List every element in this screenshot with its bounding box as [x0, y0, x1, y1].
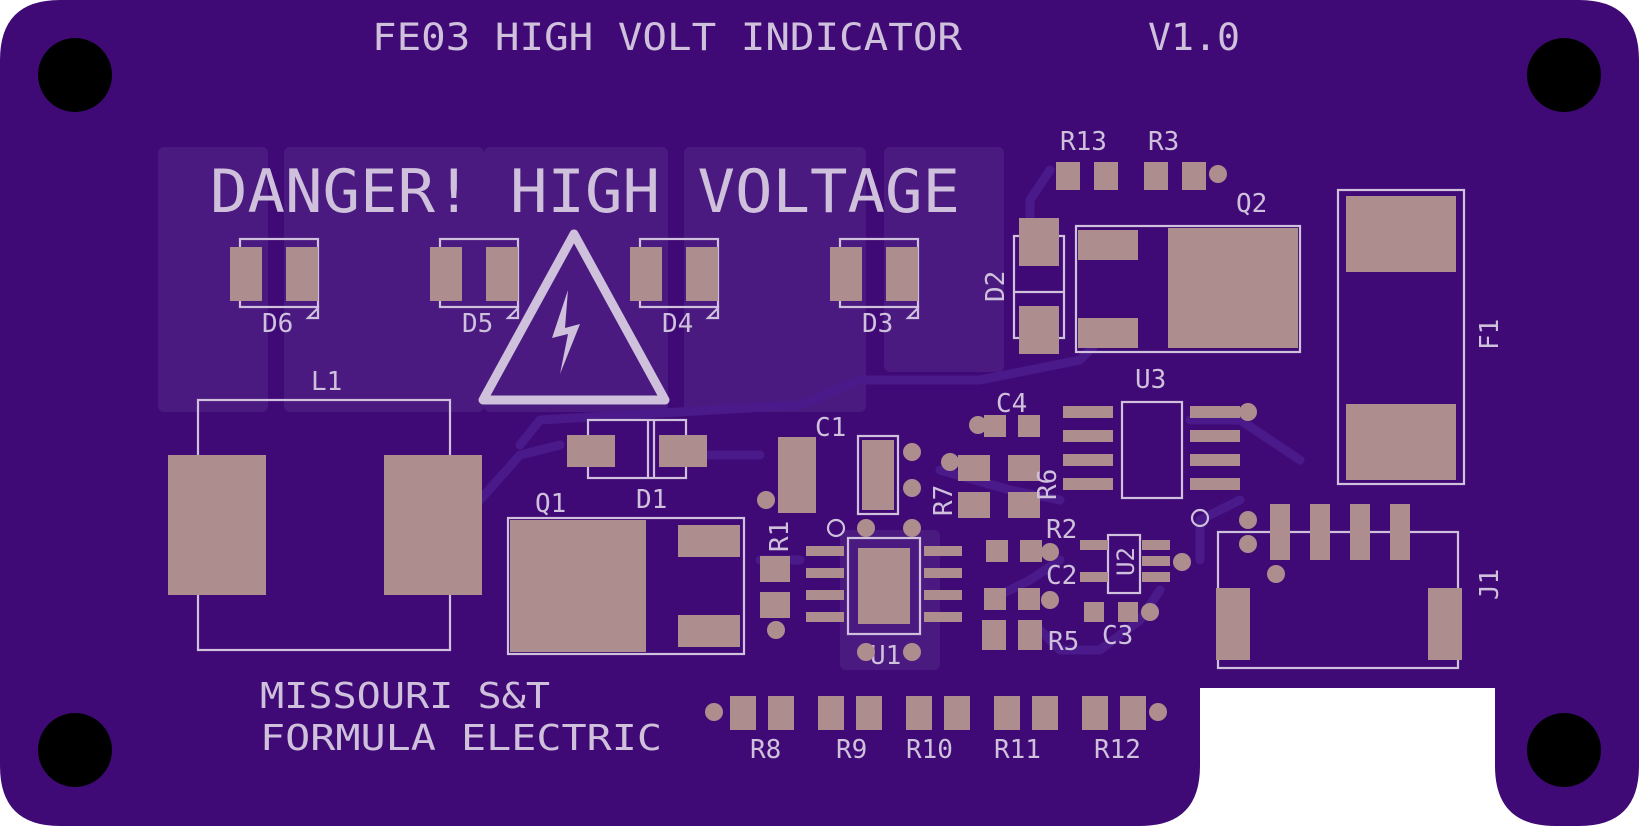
ic-u2: U2 [1080, 533, 1170, 595]
label-r12: R12 [1094, 735, 1141, 765]
capacitor-c2: C2 [984, 561, 1077, 610]
inductor-l1: L1 [168, 367, 482, 652]
label-r3: R3 [1148, 127, 1179, 157]
label-r2: R2 [1046, 515, 1077, 545]
label-u1: U1 [870, 641, 901, 671]
resistor-r5: R5 [982, 620, 1079, 657]
ic-u3: U3 [1063, 365, 1240, 528]
label-u3: U3 [1135, 365, 1166, 395]
resistor-r12: R12 [1082, 696, 1146, 765]
label-f1: F1 [1475, 319, 1505, 350]
board-version: V1.0 [1148, 16, 1240, 59]
label-r8: R8 [750, 735, 781, 765]
mounting-holes [38, 38, 1601, 787]
label-r1: R1 [765, 521, 795, 552]
resistor-r8: R8 [730, 696, 794, 765]
label-q2: Q2 [1236, 189, 1267, 219]
label-c1: C1 [815, 413, 846, 443]
resistor-r2: R2 [986, 515, 1077, 562]
label-u2: U2 [1112, 547, 1140, 576]
label-j1: J1 [1475, 569, 1505, 600]
resistor-r11: R11 [994, 696, 1058, 765]
label-d3: D3 [862, 309, 893, 339]
board-title: FE03 HIGH VOLT INDICATOR [372, 16, 963, 59]
label-l1: L1 [311, 367, 342, 397]
diode-d2: D2 [981, 218, 1066, 354]
mounting-hole-bottom-right [1527, 713, 1601, 787]
resistor-r9: R9 [818, 696, 882, 765]
fuse-f1: F1 [1336, 188, 1505, 486]
label-d6: D6 [262, 309, 293, 339]
led-d6: D6 [230, 237, 320, 339]
label-c2: C2 [1046, 561, 1077, 591]
capacitor-c4: C4 [984, 389, 1040, 437]
connector-j1: J1 [1216, 504, 1505, 670]
label-c4: C4 [996, 389, 1027, 419]
resistor-r10: R10 [906, 696, 970, 765]
vias [705, 165, 1285, 721]
label-d1: D1 [636, 485, 667, 515]
label-r5: R5 [1048, 627, 1079, 657]
diode-d1: D1 [567, 418, 707, 515]
resistor-r6: R6 [1008, 455, 1063, 518]
org-line-2: FORMULA ELECTRIC [260, 718, 662, 759]
org-line-1: MISSOURI S&T [260, 676, 550, 717]
label-c3: C3 [1102, 621, 1133, 651]
label-d2: D2 [981, 271, 1011, 302]
danger-warning-text: DANGER! HIGH VOLTAGE [210, 157, 960, 227]
resistor-r3: R3 [1144, 127, 1206, 190]
led-d5: D5 [430, 237, 520, 339]
transistor-q1: Q1 [506, 489, 746, 656]
label-r7: R7 [929, 485, 959, 516]
capacitor-c3: C3 [1084, 602, 1138, 651]
label-r13: R13 [1060, 127, 1107, 157]
mounting-hole-bottom-left [38, 713, 112, 787]
label-r9: R9 [836, 735, 867, 765]
label-d5: D5 [462, 309, 493, 339]
led-d3: D3 [830, 237, 920, 339]
high-voltage-triangle-icon [478, 229, 670, 405]
mounting-hole-top-left [38, 38, 112, 112]
label-r11: R11 [994, 735, 1041, 765]
led-d4: D4 [630, 237, 720, 339]
label-r10: R10 [906, 735, 953, 765]
resistor-r13: R13 [1056, 127, 1118, 190]
resistor-r1: R1 [760, 521, 795, 618]
label-r6: R6 [1033, 469, 1063, 500]
capacitor-c1: C1 [778, 413, 900, 516]
label-q1: Q1 [535, 489, 566, 519]
resistor-r7: R7 [929, 455, 990, 518]
mounting-hole-top-right [1527, 38, 1601, 112]
transistor-q2: Q2 [1074, 189, 1302, 354]
ic-u1: U1 [806, 518, 962, 671]
label-d4: D4 [662, 309, 693, 339]
